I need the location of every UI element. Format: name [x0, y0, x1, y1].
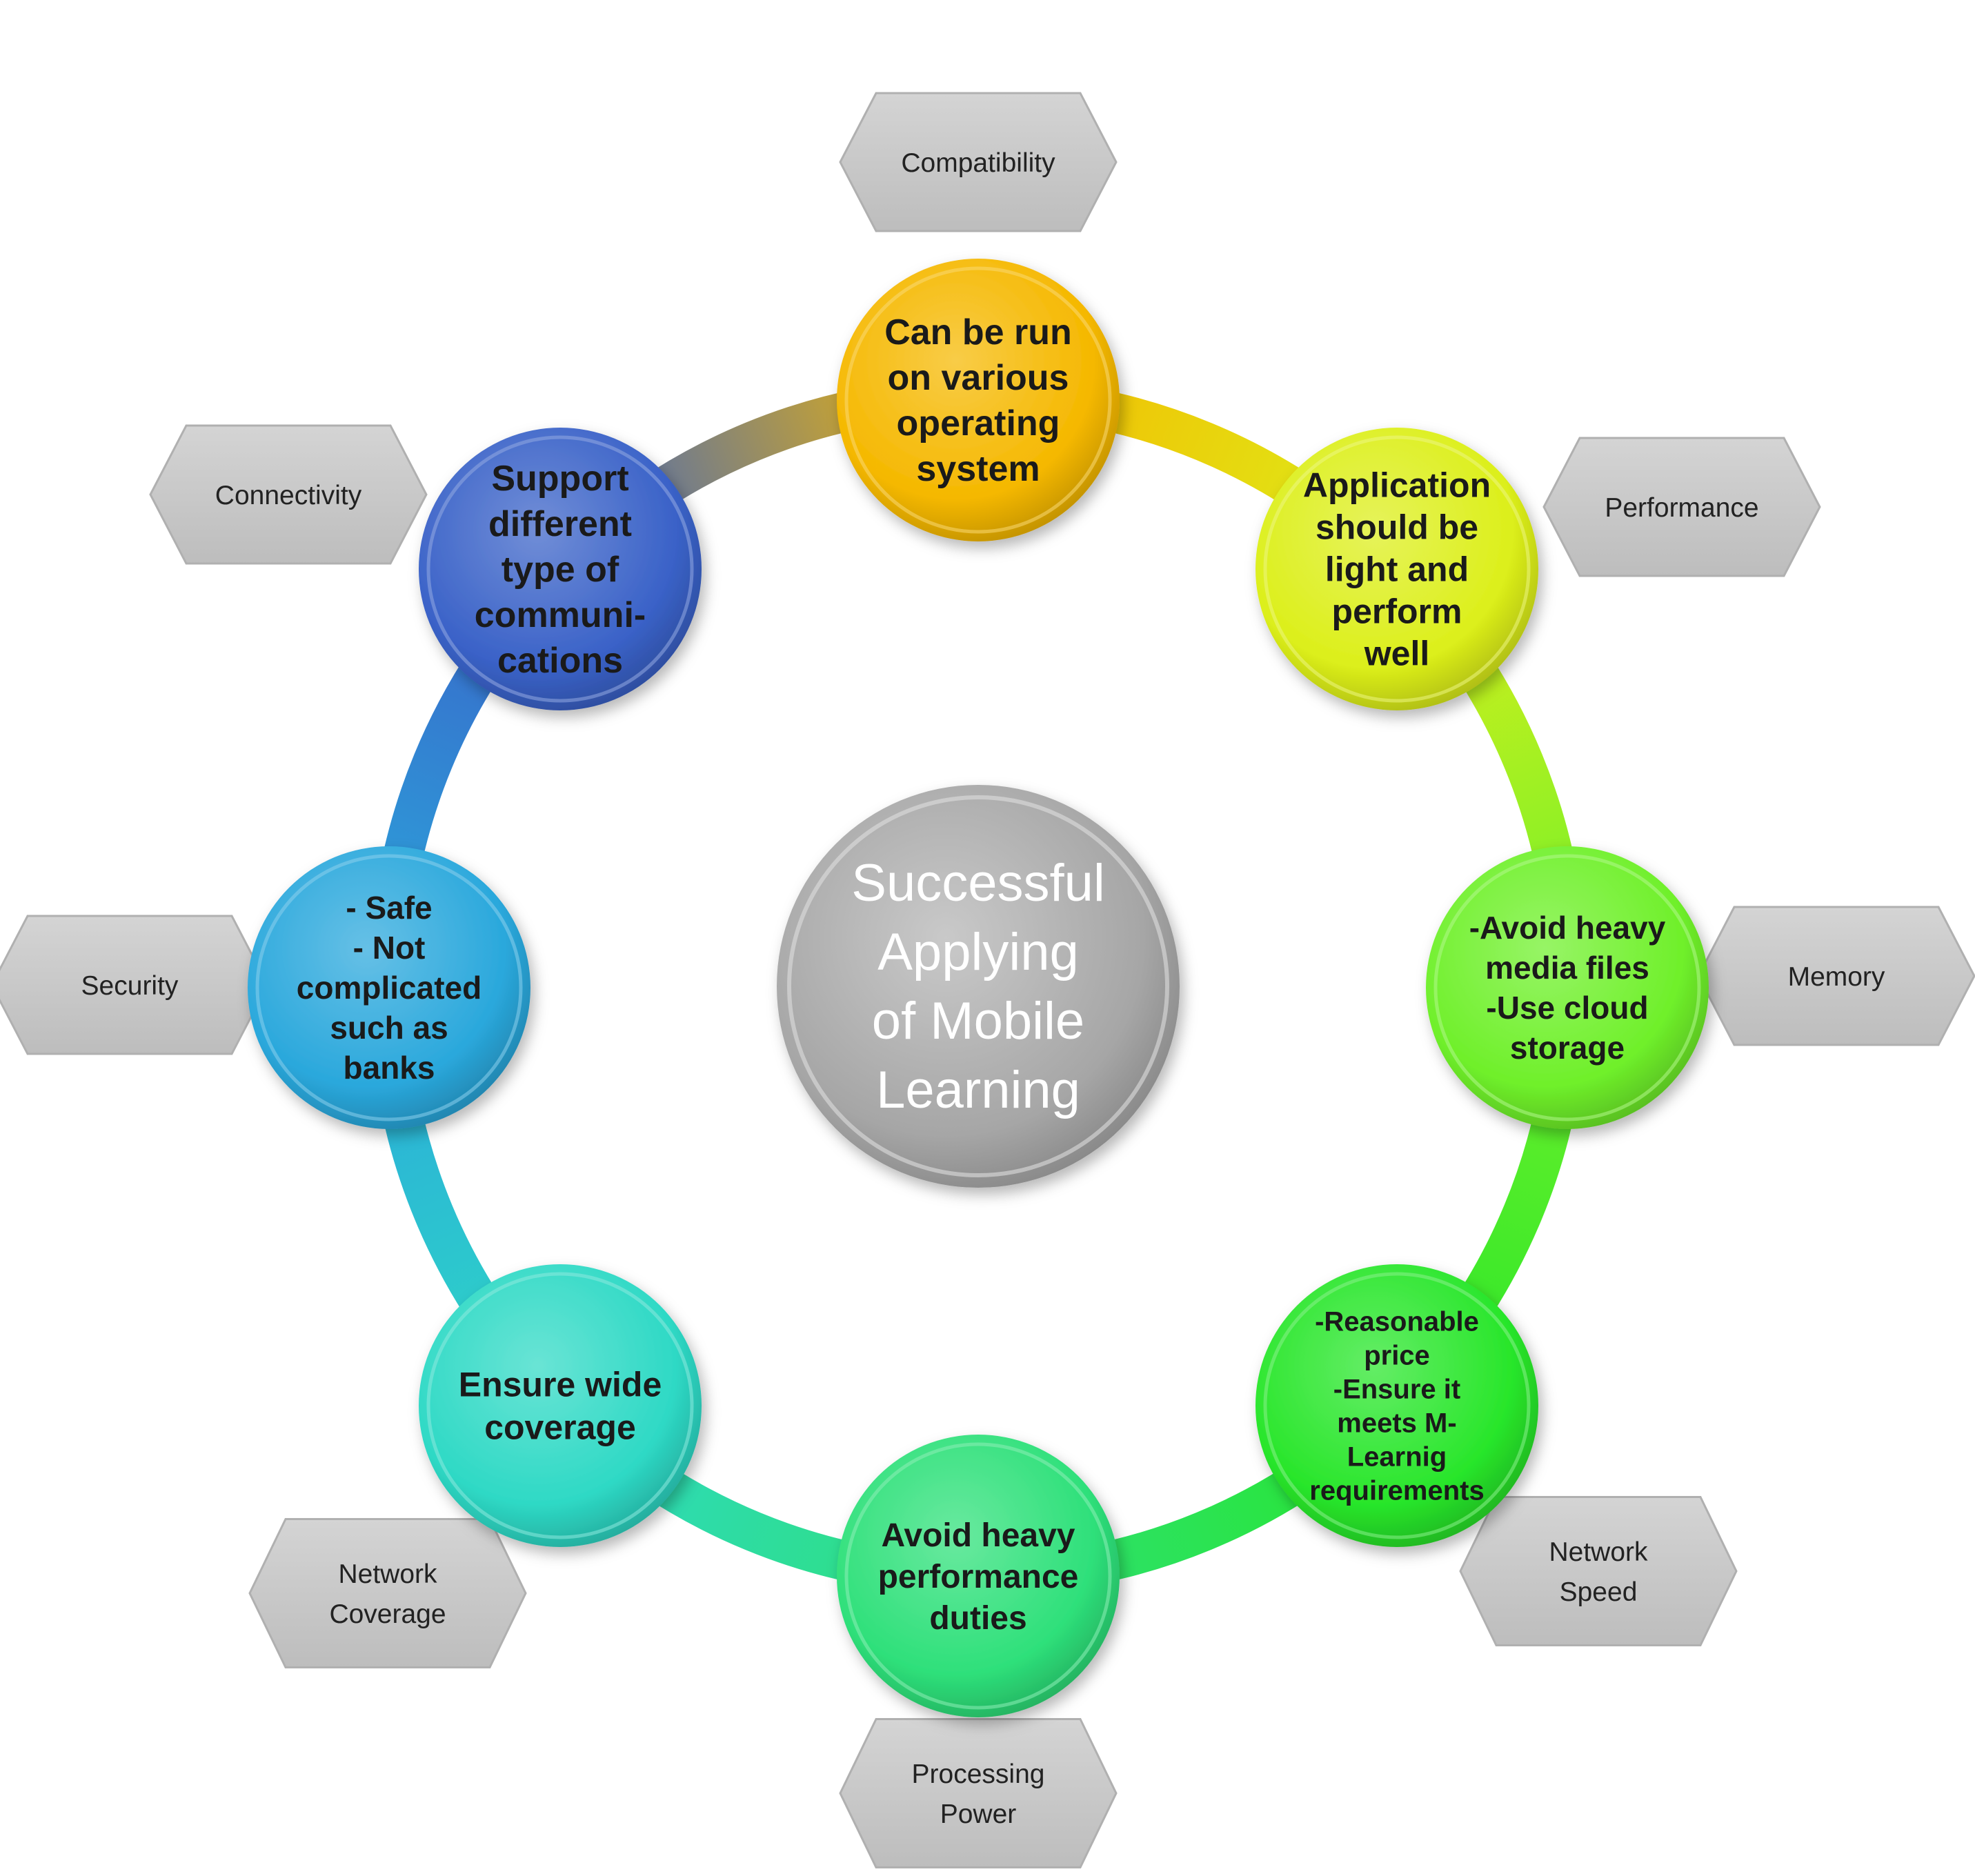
node-rim: [1433, 854, 1701, 1121]
hexagon-shape: [839, 1718, 1118, 1868]
node-label: storage: [1510, 1030, 1625, 1066]
node-label: well: [1364, 635, 1429, 673]
requirement-nodes: Can be run on various operating system Appli…: [248, 259, 1709, 1717]
node-label: should be: [1316, 508, 1478, 547]
node-rim: [1263, 1272, 1531, 1539]
requirement-node-coverage: Ensure wide coverage: [419, 1264, 702, 1547]
node-circle: [837, 1435, 1120, 1717]
node-circle: [1426, 846, 1709, 1129]
node-label: on various: [888, 358, 1069, 398]
category-label: Compatibility: [901, 148, 1055, 178]
category-label: Power: [940, 1799, 1017, 1829]
hexagon-shape: [1542, 437, 1821, 577]
hexagon-shape: [248, 1518, 527, 1668]
center-title-line: Learning: [876, 1061, 1080, 1119]
node-circle: [419, 428, 702, 710]
hexagon-shape: [1697, 906, 1975, 1046]
node-circle: [1256, 428, 1538, 710]
node-label: -Ensure it: [1333, 1375, 1460, 1405]
node-label: system: [916, 449, 1040, 489]
category-label: Network: [338, 1559, 437, 1589]
requirement-node-memory: -Avoid heavy media files -Use cloud storage: [1426, 846, 1709, 1129]
node-circle: [248, 846, 530, 1129]
node-label: requirements: [1309, 1476, 1484, 1506]
node-label: coverage: [484, 1408, 636, 1447]
node-circle: [837, 259, 1120, 541]
node-label: complicated: [297, 970, 482, 1006]
node-label: Can be run: [884, 312, 1072, 352]
node-label: Ensure wide: [459, 1366, 662, 1404]
category-label: Performance: [1605, 493, 1758, 523]
node-label: -Reasonable: [1315, 1307, 1479, 1337]
category-label: Coverage: [329, 1599, 446, 1629]
node-label: light and: [1325, 550, 1469, 589]
node-rim: [844, 1442, 1112, 1710]
node-circle: [1256, 1264, 1538, 1547]
requirement-node-processing: Avoid heavy performance duties: [837, 1435, 1120, 1717]
node-label: performance: [878, 1559, 1079, 1595]
node-label: such as: [330, 1010, 448, 1046]
requirement-node-connectivity: Support different type of communi-cations: [419, 428, 702, 710]
center-title-line: of Mobile: [872, 992, 1084, 1050]
node-label: Application: [1303, 466, 1491, 505]
node-rim: [844, 266, 1112, 534]
node-label: - Not: [353, 930, 426, 966]
category-label: Security: [81, 971, 179, 1001]
node-label: -Avoid heavy: [1469, 910, 1666, 946]
category-hexagon-security: Security: [0, 915, 269, 1055]
node-label: duties: [929, 1600, 1026, 1637]
node-label: communi-: [475, 595, 646, 635]
node-label: type of: [502, 550, 619, 590]
node-label: cations: [497, 641, 623, 681]
category-hexagons: CompatibilityPerformanceMemoryNetworkSpe…: [0, 92, 1975, 1868]
node-label: different: [488, 504, 632, 544]
node-label: price: [1364, 1341, 1430, 1371]
hexagon-shape: [1459, 1496, 1738, 1646]
node-label: perform: [1332, 592, 1462, 631]
center-title-line: Successful: [851, 854, 1105, 912]
node-label: media files: [1485, 950, 1649, 986]
hexagon-shape: [149, 424, 428, 565]
node-label: -Use cloud: [1486, 990, 1648, 1026]
category-hexagon-performance: Performance: [1542, 437, 1821, 577]
requirement-node-security: - Safe - Not complicated such as banks: [248, 846, 530, 1129]
category-label: Speed: [1560, 1577, 1638, 1607]
node-rim: [426, 1272, 694, 1539]
node-circle: [419, 1264, 702, 1547]
center-rim: [787, 795, 1169, 1177]
node-label: Support: [491, 459, 628, 499]
node-label: - Safe: [346, 890, 432, 926]
node-label: Learnig: [1347, 1442, 1447, 1473]
node-label: operating: [897, 403, 1060, 443]
category-label: Network: [1549, 1537, 1648, 1567]
category-hexagon-memory: Memory: [1697, 906, 1975, 1046]
node-rim: [426, 435, 694, 703]
node-rim: [1263, 435, 1531, 703]
category-label: Processing: [912, 1759, 1045, 1789]
category-hexagon-os: Compatibility: [839, 92, 1118, 232]
center-title-line: Applying: [877, 923, 1079, 981]
node-rim: [255, 854, 523, 1121]
category-label: Memory: [1788, 962, 1885, 992]
category-hexagon-connectivity: Connectivity: [149, 424, 428, 565]
node-label: banks: [344, 1050, 435, 1086]
category-label: Connectivity: [215, 481, 362, 510]
requirement-node-os: Can be run on various operating system: [837, 259, 1120, 541]
center-circle: [777, 785, 1180, 1188]
hexagon-shape: [839, 92, 1118, 232]
node-label: meets M-: [1337, 1408, 1456, 1439]
node-label: Avoid heavy: [882, 1517, 1075, 1554]
